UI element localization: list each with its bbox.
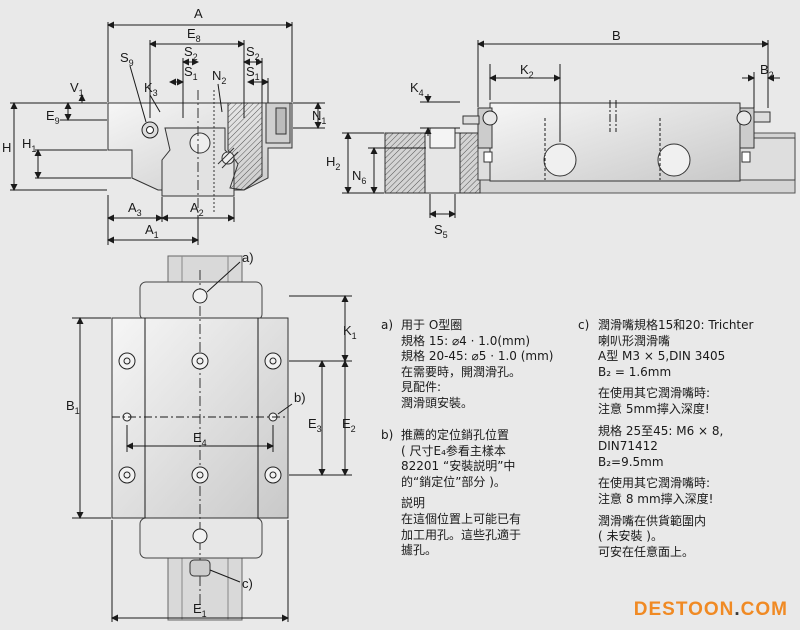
dim-B1: B1	[66, 398, 80, 416]
side-carriage	[489, 102, 741, 182]
dim-N1: N1	[312, 108, 326, 126]
top-view	[72, 255, 352, 622]
note-c-tag: c)	[578, 318, 590, 332]
dim-E8: E8	[187, 26, 201, 44]
dim-A2: A2	[190, 200, 204, 218]
dim-H: H	[2, 140, 11, 155]
dim-S1-right: S1	[246, 64, 260, 82]
note-c-warning-1: 在使用其它潤滑嘴時: 注意 5mm擰入深度!	[598, 386, 711, 416]
side-view-labels: B K2 B2 K4 H2 N6 S5	[326, 28, 774, 240]
note-b-text: 推薦的定位銷孔位置 ( 尺寸E₄参看主樣本 82201 “安裝説明”中 的“銷定…	[401, 428, 516, 489]
watermark-main: DESTOON	[633, 599, 735, 620]
note-c-spec: 潤滑嘴規格15和20: Trichter 喇叭形潤滑嘴 A型 M3 × 5,DI…	[598, 318, 754, 379]
dim-S2-left: S2	[184, 44, 198, 62]
dim-E2: E2	[342, 416, 356, 434]
dim-E3: E3	[308, 416, 322, 434]
watermark-tld: COM	[740, 599, 788, 620]
dim-S5: S5	[434, 222, 448, 240]
watermark-logo: DESTOON.COM	[634, 599, 788, 621]
dim-N2: N2	[212, 68, 226, 86]
dim-N6: N6	[352, 168, 366, 186]
note-a: a) 用于 O型圈 規格 15: ⌀4 · 1.0(mm) 規格 20-45: …	[381, 318, 571, 412]
note-b-remark: 説明 在這個位置上可能已有 加工用孔。這些孔適于 攄孔。	[401, 496, 522, 558]
dim-K3: K3	[144, 80, 158, 98]
watermark-dot: .	[734, 599, 741, 620]
dim-B: B	[612, 28, 621, 43]
dim-H2: H2	[326, 154, 340, 172]
note-a-tag: a)	[381, 318, 394, 332]
dim-K4: K4	[410, 80, 424, 98]
dim-A1: A1	[145, 222, 159, 240]
dim-S1-left: S1	[184, 64, 198, 82]
note-b-tag: b)	[381, 428, 394, 442]
note-c: c) 潤滑嘴規格15和20: Trichter 喇叭形潤滑嘴 A型 M3 × 5…	[578, 318, 793, 563]
note-c-warning-2: 在使用其它潤滑嘴時: 注意 8 mm擰入深度!	[598, 476, 714, 506]
note-b: b) 推薦的定位銷孔位置 ( 尺寸E₄参看主樣本 82201 “安裝説明”中 的…	[381, 428, 571, 562]
side-view	[342, 40, 796, 218]
note-c-spec-large: 規格 25至45: M6 × 8, DIN71412 B₂=9.5mm	[598, 423, 724, 469]
dim-A3: A3	[128, 200, 142, 218]
dim-S2-right: S2	[246, 44, 260, 62]
dim-E9: E9	[46, 108, 60, 126]
callout-c: c)	[242, 576, 253, 591]
dim-K2: K2	[520, 62, 534, 80]
dim-H1: H1	[22, 136, 36, 154]
note-c-supply: 潤滑嘴在供貨範圍内 ( 未安裝 )。 可安在任意面上。	[598, 513, 707, 559]
dim-S9: S9	[120, 50, 134, 68]
dim-A: A	[194, 6, 203, 21]
dim-B2: B2	[760, 62, 774, 80]
front-view	[10, 21, 325, 245]
dim-V1: V1	[70, 80, 84, 98]
callout-a: a)	[242, 250, 254, 265]
note-a-text: 用于 O型圈 規格 15: ⌀4 · 1.0(mm) 規格 20-45: ⌀5 …	[401, 318, 554, 410]
callout-b: b)	[294, 390, 306, 405]
